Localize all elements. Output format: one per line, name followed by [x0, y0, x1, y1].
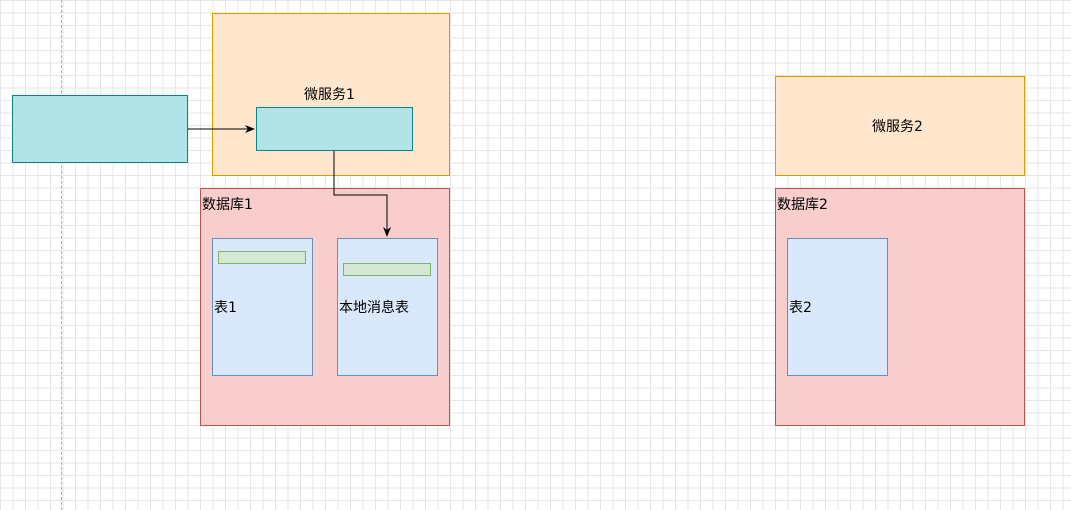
local-message-table-row-strip[interactable]	[343, 263, 431, 276]
service-1-handler-box[interactable]	[256, 107, 413, 151]
database-1-label: 数据库1	[202, 197, 253, 213]
microservice-2-label: 微服务2	[872, 119, 923, 135]
microservice-2-box[interactable]	[775, 76, 1025, 176]
database-2-label: 数据库2	[777, 197, 828, 213]
table-1-label: 表1	[214, 300, 237, 316]
external-request-box[interactable]	[12, 95, 188, 163]
local-message-table-box[interactable]	[337, 238, 438, 376]
microservice-1-label: 微服务1	[304, 87, 355, 103]
table-2-label: 表2	[789, 300, 812, 316]
table-2-box[interactable]	[787, 238, 888, 376]
dashed-divider-line	[61, 0, 62, 510]
local-message-table-label: 本地消息表	[339, 300, 409, 316]
table-1-row-strip[interactable]	[218, 251, 306, 264]
